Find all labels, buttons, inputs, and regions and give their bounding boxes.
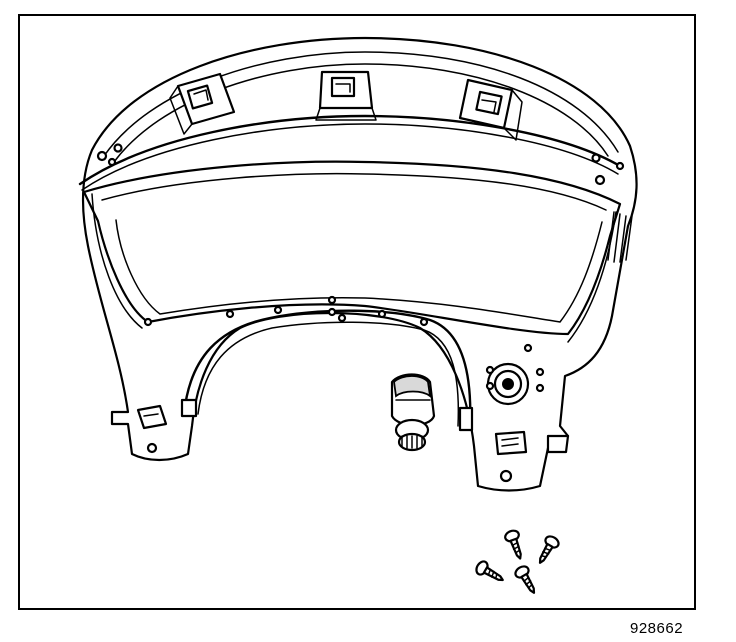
top-connector-right bbox=[458, 78, 523, 141]
top-connector-left bbox=[169, 72, 236, 135]
bezel-ledge-edge bbox=[81, 123, 619, 191]
bezel-right-trim-strips bbox=[607, 211, 633, 263]
column-opening-arch bbox=[182, 309, 472, 428]
rotary-switch bbox=[390, 373, 436, 452]
bezel-left-wall bbox=[91, 193, 143, 329]
cluster-lens-lower-edge bbox=[115, 219, 603, 323]
bezel-top-rim bbox=[103, 51, 619, 157]
lower-right-connector bbox=[494, 430, 528, 456]
lower-left-connector bbox=[136, 404, 168, 430]
cluster-lens-inner bbox=[101, 172, 607, 211]
headlamp-switch-opening bbox=[485, 362, 545, 406]
top-connector-center bbox=[315, 70, 377, 121]
screw bbox=[514, 565, 536, 594]
column-opening-right-tab bbox=[458, 406, 474, 432]
screw bbox=[475, 560, 504, 582]
bezel-mount-holes bbox=[96, 143, 625, 483]
bezel-right-ear bbox=[546, 434, 570, 454]
bezel-ledge-top bbox=[78, 114, 622, 186]
screw bbox=[504, 529, 522, 560]
bezel-right-wall bbox=[567, 211, 617, 343]
figure-frame bbox=[18, 14, 696, 610]
cluster-lens-window bbox=[82, 160, 622, 336]
bezel-top-rim-inner bbox=[113, 63, 609, 163]
figure-number: 928662 bbox=[630, 620, 684, 637]
cluster-trim-plate-diagram bbox=[78, 36, 638, 594]
column-opening-arch-inner bbox=[197, 321, 460, 427]
screw bbox=[538, 535, 560, 564]
column-opening-left-tab bbox=[180, 398, 198, 418]
